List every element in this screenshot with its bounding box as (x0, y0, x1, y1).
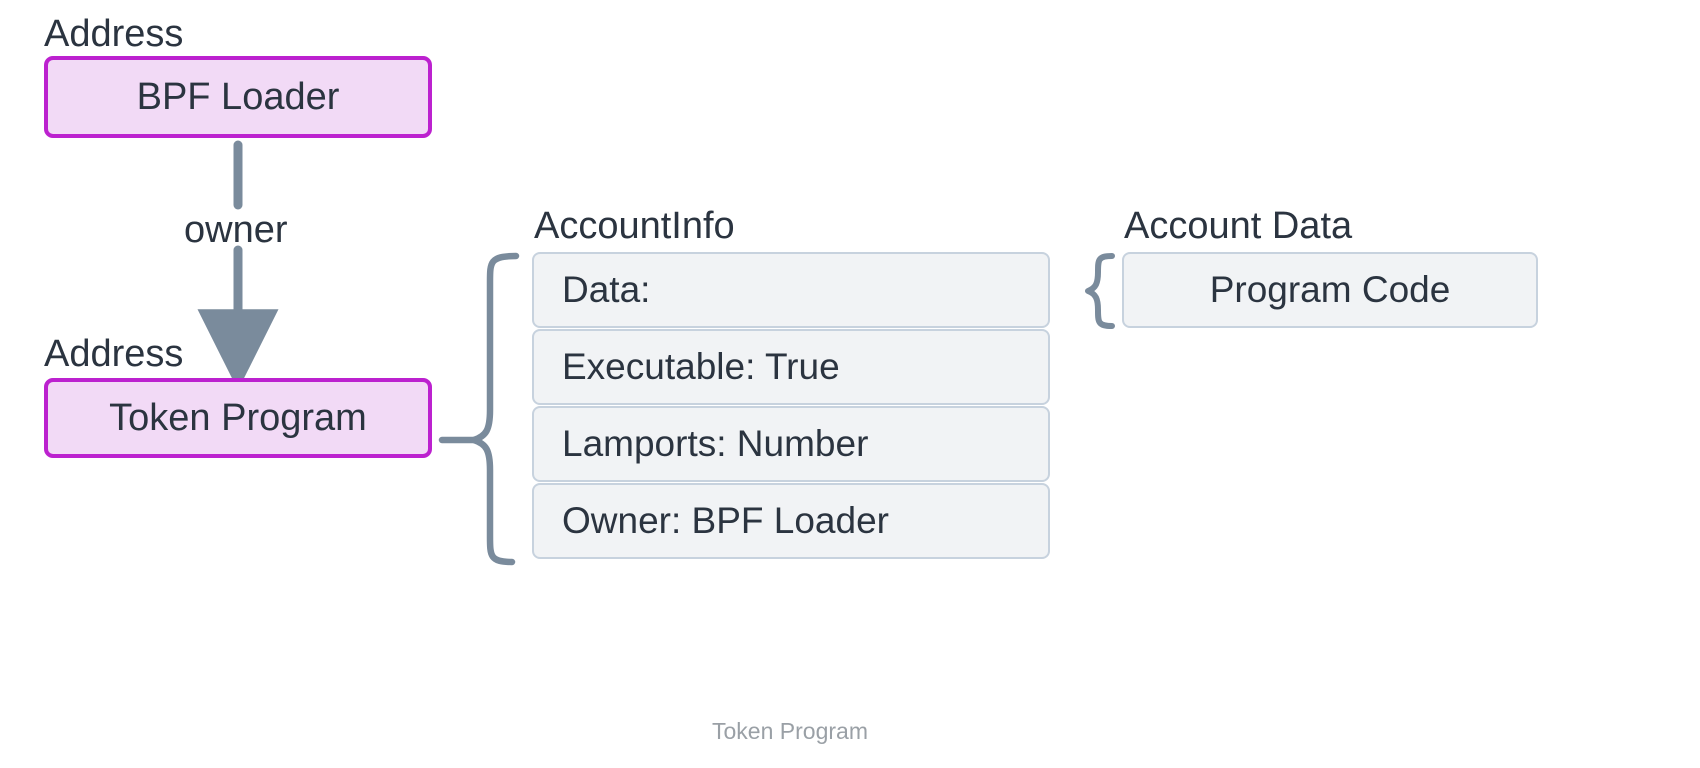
account-info-caption: AccountInfo (534, 205, 735, 247)
account-info-row-lamports-label: Lamports: Number (562, 423, 869, 464)
account-data-row-program-code-label: Program Code (1209, 269, 1451, 310)
edge-label-owner: owner (184, 209, 288, 251)
account-info-row-data-label: Data: (562, 269, 651, 310)
bpf-loader-caption: Address (44, 13, 184, 55)
node-bpf-loader[interactable]: BPF Loader (44, 56, 432, 138)
account-info-row-executable-label: Executable: True (562, 346, 840, 387)
account-data-row-program-code[interactable]: Program Code (1122, 252, 1538, 328)
node-token-program-label: Token Program (109, 396, 367, 439)
figure-caption: Token Program (712, 718, 868, 744)
account-data-caption: Account Data (1124, 205, 1353, 247)
account-info-row-lamports[interactable]: Lamports: Number (532, 406, 1050, 482)
account-info-row-executable[interactable]: Executable: True (532, 329, 1050, 405)
node-bpf-loader-label: BPF Loader (136, 75, 340, 118)
account-info-brace (470, 252, 520, 566)
account-data-brace (1085, 253, 1115, 329)
node-token-program[interactable]: Token Program (44, 378, 432, 458)
account-info-row-data[interactable]: Data: (532, 252, 1050, 328)
account-info-row-owner-label: Owner: BPF Loader (562, 500, 889, 541)
account-info-row-owner[interactable]: Owner: BPF Loader (532, 483, 1050, 559)
token-program-caption: Address (44, 333, 184, 375)
